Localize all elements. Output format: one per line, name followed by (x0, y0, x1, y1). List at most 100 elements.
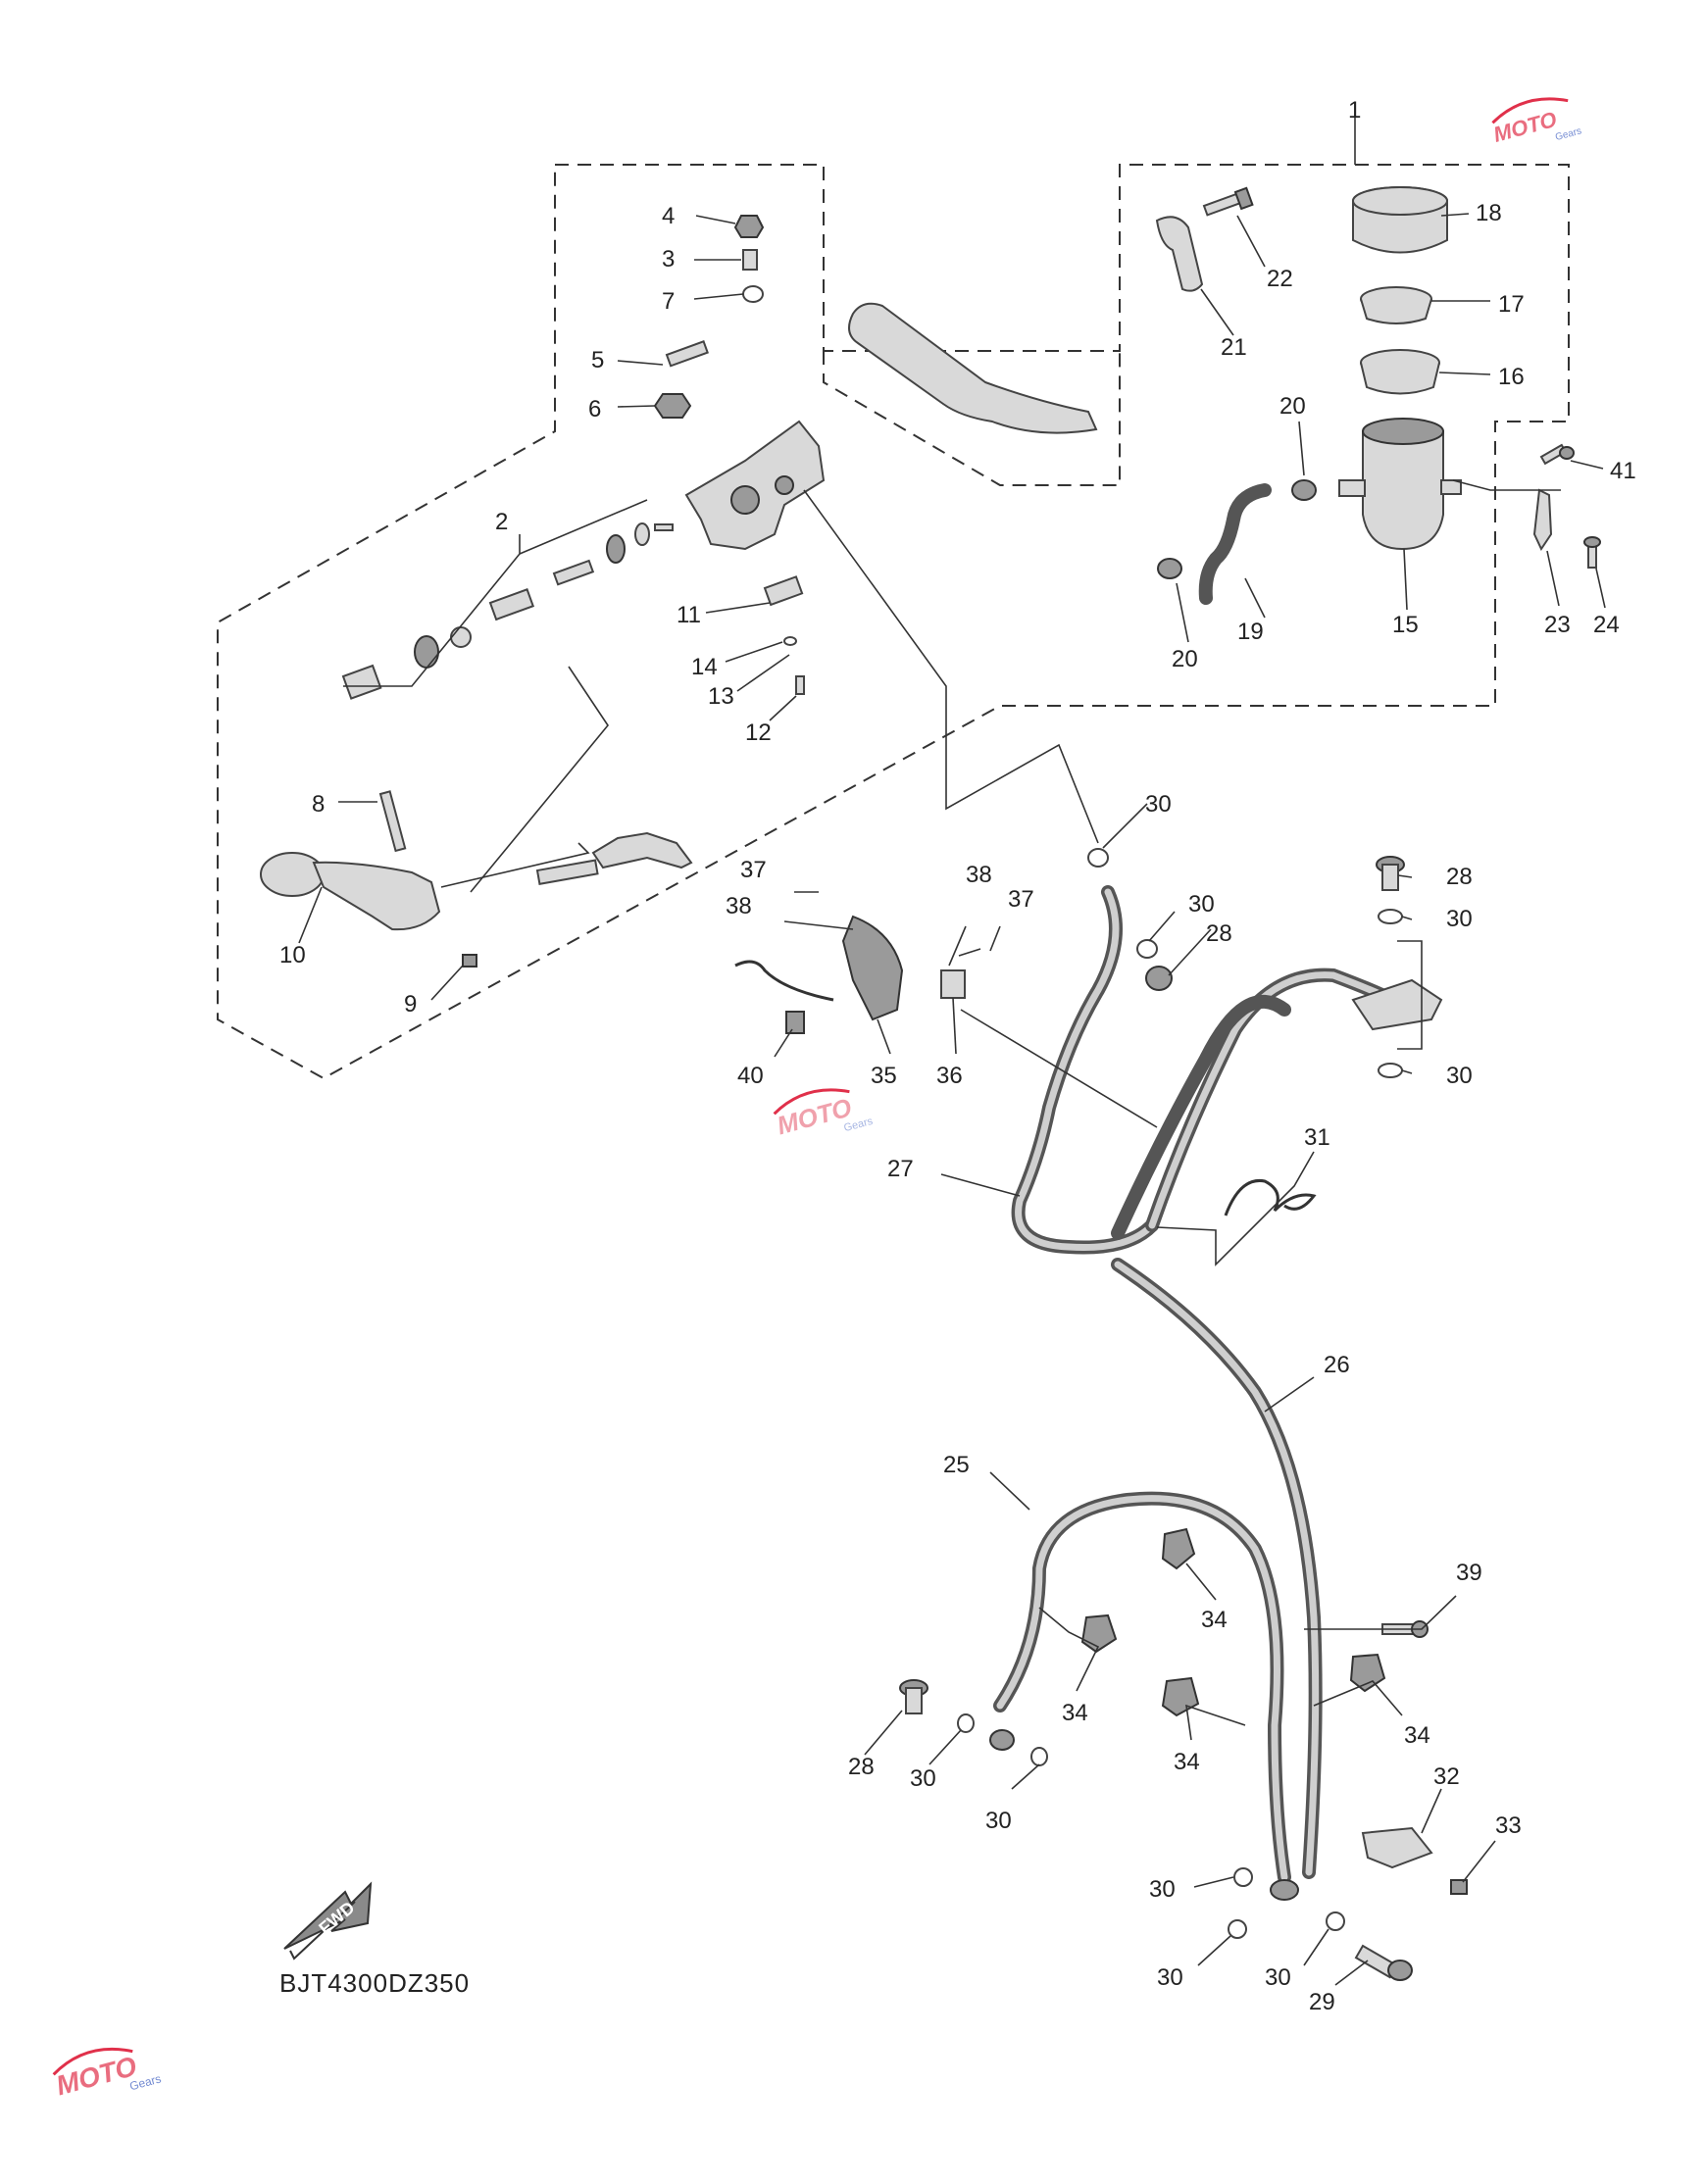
leader-lines (298, 213, 1606, 1986)
hose-clip-20a (1291, 479, 1317, 501)
callout-30-h: 30 (1157, 1964, 1183, 1991)
callout-34-a: 34 (1201, 1607, 1228, 1633)
adjuster-spring (535, 859, 599, 885)
callout-11: 11 (677, 602, 701, 628)
callout-37-left: 37 (740, 857, 767, 883)
union-bolt-28-mid (1145, 966, 1173, 991)
callout-38-right: 38 (966, 862, 992, 888)
bracket-35 (734, 915, 904, 1021)
watermark-letters: MOTO (774, 1092, 855, 1140)
callout-2: 2 (495, 509, 508, 535)
watermark-center: MOTO Gears (773, 1088, 875, 1140)
callout-1: 1 (1348, 97, 1361, 124)
callout-28-mid: 28 (1206, 920, 1232, 947)
watermark-letters: MOTO (1491, 107, 1560, 147)
union-bolt-28-bottom (899, 1679, 928, 1714)
brake-hose-27 (1011, 885, 1159, 1255)
callout-26: 26 (1324, 1352, 1350, 1378)
reservoir-hose-19 (1198, 483, 1272, 605)
callout-29: 29 (1309, 1989, 1335, 2015)
brake-hose-26 (1111, 1258, 1323, 1879)
callout-12: 12 (745, 720, 772, 746)
hose-guide-34c (1161, 1676, 1200, 1717)
reference-code: BJT4300DZ350 (279, 1968, 470, 1998)
handlebar-grip (848, 302, 1098, 434)
callout-16: 16 (1498, 364, 1525, 390)
callout-36: 36 (936, 1063, 963, 1089)
callout-labels: 1 2 3 4 5 6 7 8 9 10 11 12 13 14 15 16 1… (279, 97, 1636, 2015)
watermark-bottom-left: MOTO Gears (52, 2047, 163, 2102)
callout-34-b: 34 (1062, 1700, 1088, 1726)
union-bolt-28-top (1376, 856, 1405, 891)
callout-8: 8 (312, 791, 325, 818)
callout-3: 3 (662, 246, 675, 273)
hose-joint-bracket (1351, 978, 1443, 1031)
callout-30-f: 30 (985, 1808, 1012, 1834)
callout-30-d: 30 (1446, 1063, 1473, 1089)
hose-guide-34d (1349, 1653, 1386, 1693)
callout-28-top: 28 (1446, 864, 1473, 890)
holder-21 (1155, 216, 1204, 292)
fwd-arrow: FWD (283, 1881, 373, 1961)
callout-27: 27 (887, 1156, 914, 1182)
callout-15: 15 (1392, 612, 1419, 638)
callout-19: 19 (1237, 619, 1264, 645)
diaphragm-plate-17 (1360, 286, 1432, 324)
callout-34-c: 34 (1174, 1749, 1200, 1775)
callout-39: 39 (1456, 1560, 1482, 1586)
bolt-22 (1202, 186, 1254, 217)
lever-guard (591, 831, 693, 869)
callout-35: 35 (871, 1063, 897, 1089)
callout-13: 13 (708, 683, 734, 710)
reservoir-body-15 (1338, 418, 1462, 551)
callout-25: 25 (943, 1452, 970, 1478)
diaphragm-16 (1360, 349, 1440, 395)
callout-22: 22 (1267, 266, 1293, 292)
piston-kit-2 (341, 522, 674, 700)
callout-28-bottom: 28 (848, 1754, 875, 1780)
pivot-bolt-8 (378, 790, 407, 853)
callout-40: 40 (737, 1063, 764, 1089)
brake-hose-upper-pair (1111, 968, 1399, 1240)
o-ring-14 (783, 636, 797, 646)
callout-17: 17 (1498, 291, 1525, 318)
watermark-letters: MOTO (53, 2051, 140, 2102)
callout-30-g: 30 (1149, 1876, 1176, 1903)
bleed-screw-3 (742, 249, 758, 271)
washer-7 (742, 285, 764, 303)
callout-5: 5 (591, 347, 604, 373)
brake-switch-11 (763, 575, 804, 607)
watermark-top-right: MOTO Gears (1491, 97, 1582, 147)
clamp-36 (940, 969, 966, 999)
callout-6: 6 (588, 396, 601, 422)
hose-clip-31 (1224, 1178, 1317, 1216)
callout-20-upper: 20 (1279, 393, 1306, 420)
callout-21: 21 (1221, 334, 1247, 361)
callout-34-d: 34 (1404, 1722, 1430, 1749)
union-bolt-29 (1354, 1944, 1413, 1981)
callout-41: 41 (1610, 458, 1636, 484)
cap-nut-4 (733, 215, 765, 238)
nut-9 (462, 954, 477, 968)
callout-18: 18 (1476, 200, 1502, 226)
callout-37-right: 37 (1008, 886, 1034, 913)
hose-guide-34a (1161, 1527, 1196, 1570)
bolt-33 (1450, 1879, 1468, 1895)
callout-10: 10 (279, 942, 306, 968)
switch-40 (785, 1011, 805, 1034)
callout-30-i: 30 (1265, 1964, 1291, 1991)
screw-24 (1583, 536, 1601, 569)
reservoir-cap-18 (1352, 186, 1448, 254)
callout-24: 24 (1593, 612, 1620, 638)
screw-41 (1539, 443, 1575, 466)
screw-12 (795, 675, 805, 695)
callout-30-a: 30 (1145, 791, 1172, 818)
bolt-5 (665, 340, 709, 368)
callout-31: 31 (1304, 1124, 1330, 1151)
callout-32: 32 (1433, 1763, 1460, 1790)
callout-38-left: 38 (726, 893, 752, 919)
hose-clip-20b (1157, 558, 1182, 579)
callout-23: 23 (1544, 612, 1571, 638)
callout-9: 9 (404, 991, 417, 1018)
